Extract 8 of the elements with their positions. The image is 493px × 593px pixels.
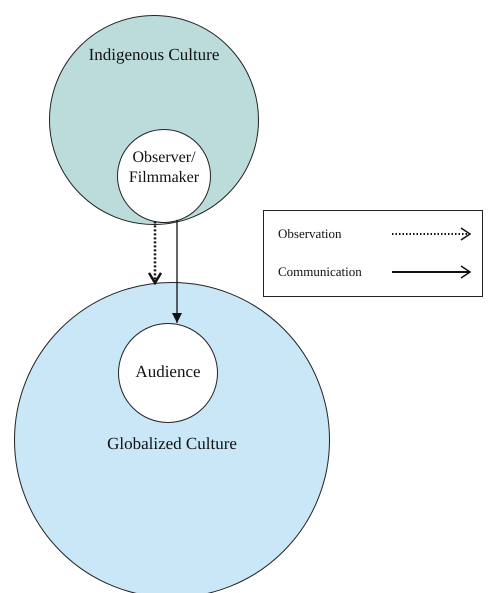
arrow — [172, 220, 182, 323]
node-label: Observer/ Filmmaker — [128, 148, 200, 188]
node-label: Indigenous Culture — [88, 44, 220, 66]
node-label: Audience — [134, 361, 202, 382]
legend-label: Communication — [278, 264, 362, 280]
arrow — [148, 221, 162, 284]
legend-label: Observation — [278, 226, 342, 242]
node-label: Globalized Culture — [106, 433, 238, 454]
